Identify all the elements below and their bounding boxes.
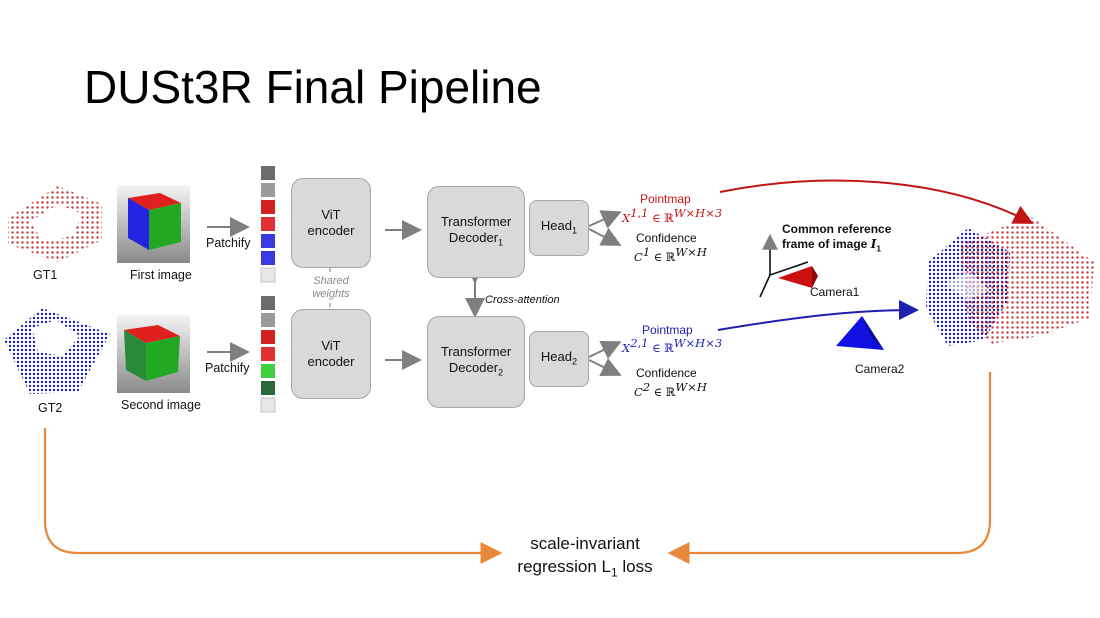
camera1-label: Camera1 (810, 285, 860, 299)
second-image-label: Second image (121, 398, 201, 412)
head-1: Head1 (529, 200, 589, 256)
first-image-label: First image (130, 268, 192, 282)
loss-label: scale-invariant regression L1 loss (517, 534, 653, 580)
camera2-icon (836, 316, 884, 350)
gt1-label: GT1 (33, 268, 58, 282)
patchify-label-1: Patchify (206, 236, 251, 250)
confidence-formula-1: C1 ∈ ℝW×H (634, 245, 707, 265)
gt1-pointcloud (8, 186, 102, 262)
first-image-thumbnail (117, 185, 190, 263)
patch-strip-1 (260, 166, 276, 283)
confidence-formula-2: C2 ∈ ℝW×H (634, 380, 707, 400)
patchify-label-2: Patchify (205, 361, 250, 375)
head-2: Head2 (529, 331, 589, 387)
pointmap-formula-1: X1,1 ∈ ℝW×H×3 (622, 206, 723, 226)
confidence-label-2: Confidence (636, 366, 697, 380)
gt2-pointcloud (4, 308, 110, 394)
gt2-label: GT2 (38, 401, 63, 415)
confidence-label-1: Confidence (636, 231, 697, 245)
reference-frame-axes (759, 233, 809, 298)
reference-frame-label: Common reference frame of image I1 (782, 222, 892, 254)
fused-pointcloud (926, 216, 1094, 346)
pointmap-label-2: Pointmap (642, 323, 693, 337)
patch-strip-2 (260, 296, 276, 413)
encoder-line2: encoder (307, 223, 355, 238)
camera2-label: Camera2 (855, 362, 905, 376)
second-image-thumbnail (117, 315, 190, 393)
encoder-line2: encoder (307, 354, 355, 369)
slide-title: DUSt3R Final Pipeline (84, 61, 542, 113)
cross-attention-label: Cross-attention (485, 294, 560, 306)
encoder-line1: ViT (321, 207, 341, 222)
encoder-line1: ViT (321, 338, 341, 353)
pointmap-label-1: Pointmap (640, 192, 691, 206)
pointmap-formula-2: X2,1 ∈ ℝW×H×3 (622, 336, 723, 356)
camera1-icon (778, 266, 812, 288)
